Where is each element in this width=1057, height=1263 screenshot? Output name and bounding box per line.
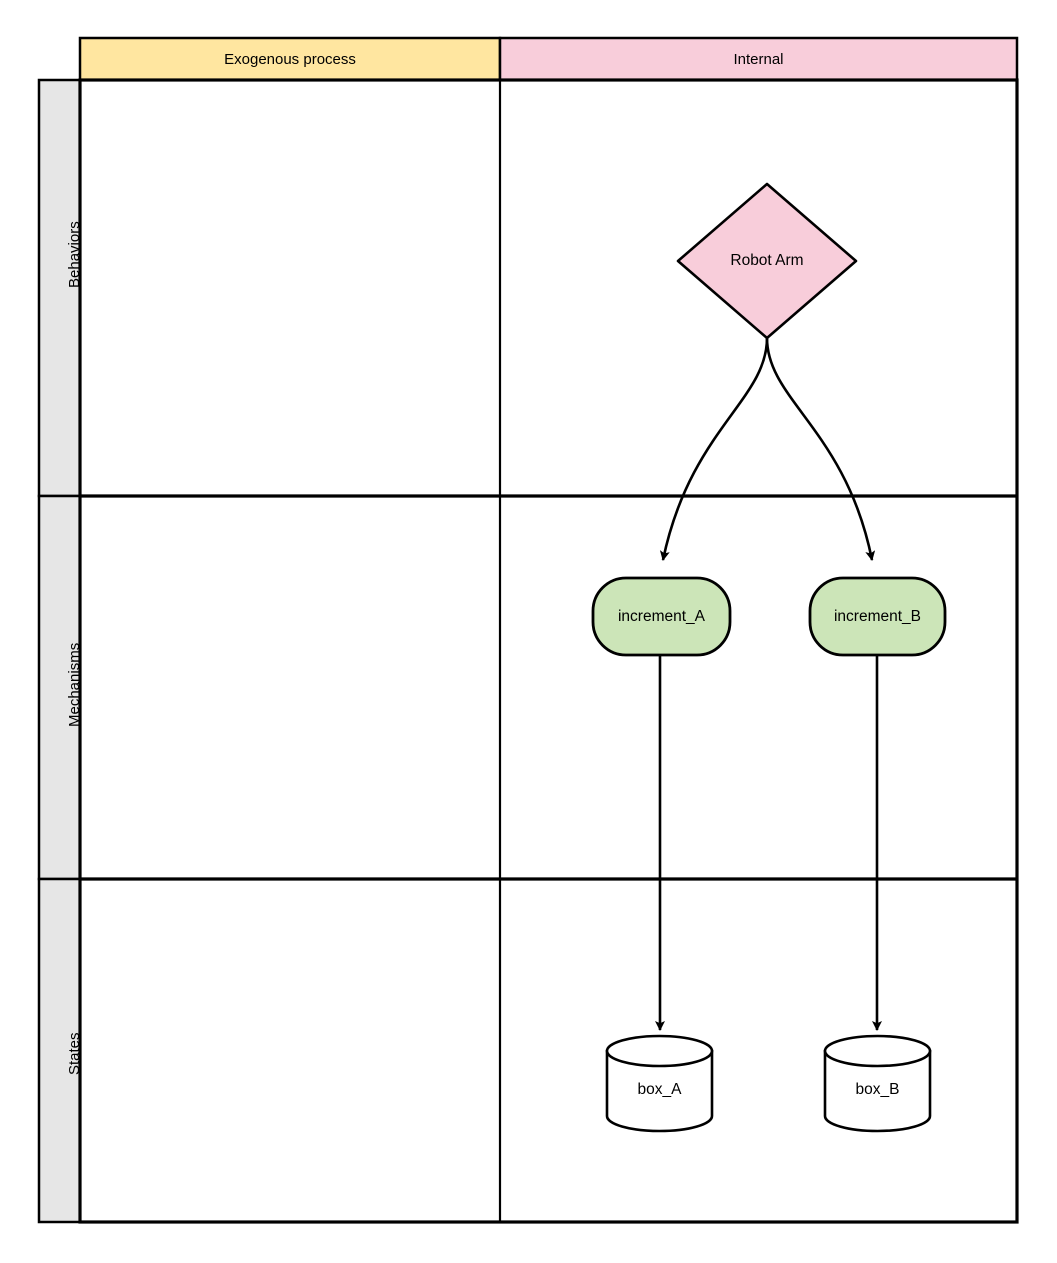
column-header-exogenous[interactable] [78,36,502,82]
row-header-behaviors[interactable] [37,78,82,498]
node-box-b[interactable] [823,1034,932,1133]
column-header-internal[interactable] [498,36,1019,82]
node-increment-a[interactable] [591,576,732,657]
node-increment-b[interactable] [808,576,947,657]
edge-robot-arm-to-increment-b [765,337,876,561]
edge-robot-arm-to-increment-a [659,337,769,561]
node-box-a[interactable] [605,1034,714,1133]
row-header-states[interactable] [37,877,82,1224]
row-header-mechanisms[interactable] [37,494,82,881]
node-robot-arm[interactable] [676,182,858,340]
pool-outer-border [78,78,1019,1224]
